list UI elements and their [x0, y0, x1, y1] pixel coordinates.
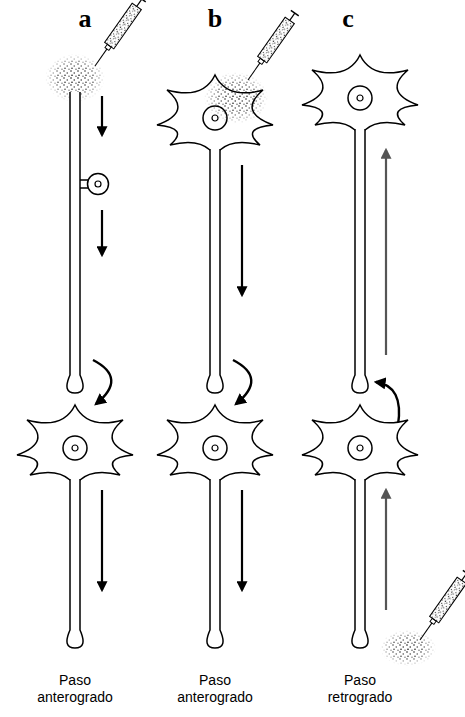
panel-letter: c	[328, 4, 368, 34]
panel-letter: b	[195, 4, 235, 34]
column-a	[17, 0, 146, 648]
panel-caption: Paso anterogrado	[167, 672, 263, 706]
column-c	[302, 55, 465, 666]
column-b	[157, 10, 299, 648]
panel-letter: a	[65, 4, 105, 34]
panel-caption: Paso retrogrado	[312, 672, 408, 706]
panel-caption: Paso anterogrado	[27, 672, 123, 706]
